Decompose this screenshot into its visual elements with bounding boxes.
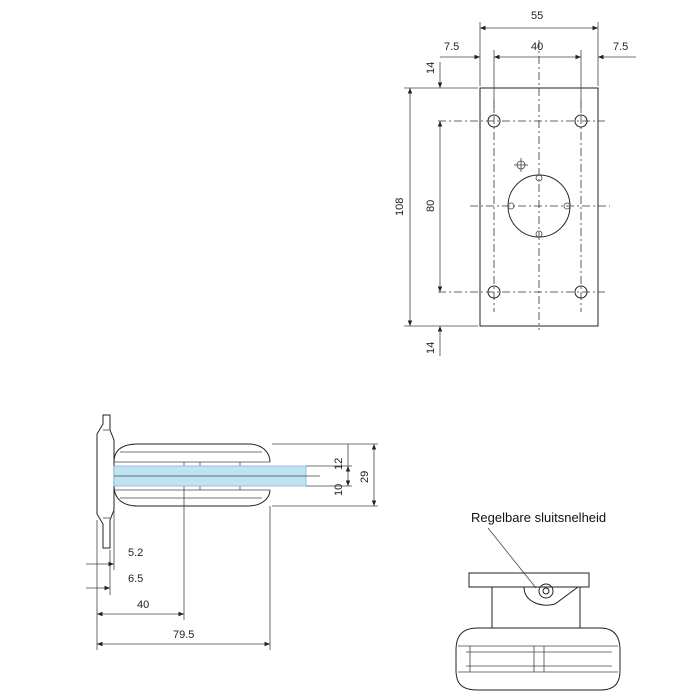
side-view: 12 10 29 5.2 6.5 40 79.5 xyxy=(86,414,378,650)
dim-edge-left: 7.5 xyxy=(444,41,459,53)
wall-plate xyxy=(96,414,115,549)
callout-label: Regelbare sluitsnelheid xyxy=(471,510,606,525)
top-view: 55 7.5 40 7.5 108 80 14 14 xyxy=(394,10,636,356)
mounting-hole xyxy=(574,114,588,128)
dim-5-2: 5.2 xyxy=(128,547,143,559)
mounting-hole xyxy=(574,285,588,299)
dim-6-5: 6.5 xyxy=(128,573,143,585)
callout-leader xyxy=(487,527,537,589)
mounting-holes xyxy=(487,114,588,299)
mounting-hole xyxy=(487,114,501,128)
dim-29: 29 xyxy=(359,471,371,483)
clamp-body xyxy=(113,443,271,463)
dim-hole-pitch: 80 xyxy=(425,200,437,212)
dim-top-margin: 14 xyxy=(425,62,437,74)
dim-hole-spacing: 40 xyxy=(531,41,543,53)
dim-edge-right: 7.5 xyxy=(613,41,628,53)
dim-overall-height: 108 xyxy=(394,198,406,216)
dim-overall-width: 55 xyxy=(531,10,543,22)
dim-40: 40 xyxy=(137,599,149,611)
detail-clamp-body xyxy=(455,627,621,691)
dim-12: 12 xyxy=(333,458,345,470)
dim-10: 10 xyxy=(333,484,345,496)
adjustment-valve xyxy=(538,583,554,599)
detail-view: Regelbare sluitsnelheid xyxy=(455,510,621,691)
detail-top-plate xyxy=(468,572,590,588)
mounting-hole xyxy=(487,285,501,299)
dim-bottom-margin: 14 xyxy=(425,342,437,354)
dim-79-5: 79.5 xyxy=(173,629,194,641)
